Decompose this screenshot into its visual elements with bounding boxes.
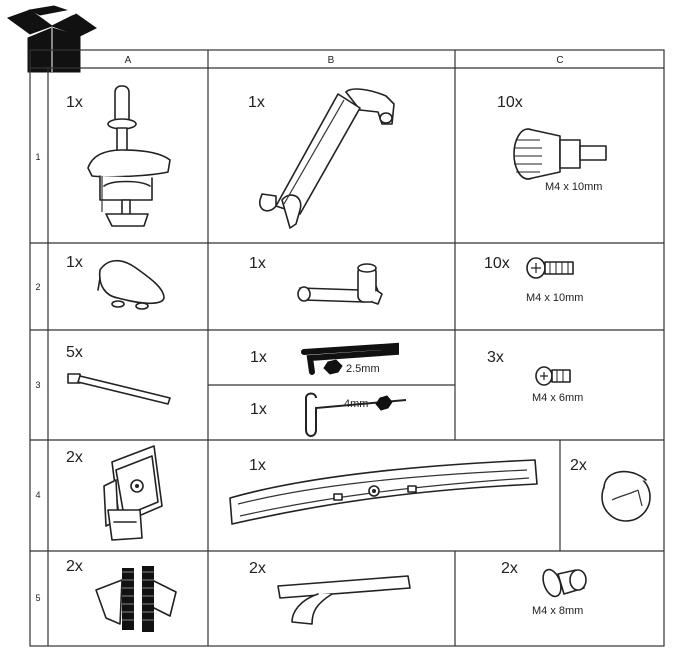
size-2c: M4 x 10mm: [526, 292, 583, 304]
parts-grid: [29, 49, 665, 647]
end-cap-icon: [601, 470, 651, 522]
phillips-screw-icon-3c: [535, 366, 571, 386]
vesa-mount-icon: [103, 445, 163, 541]
row-number-1: 1: [35, 152, 40, 162]
knob-screw-icon: [542, 568, 587, 598]
cable-clip-icon: [277, 575, 411, 625]
qty-2c: 10x: [484, 255, 510, 272]
hex-key-large-icon: [305, 392, 407, 437]
phillips-screw-icon-2c: [526, 257, 574, 279]
velcro-straps-icon: [95, 566, 177, 632]
row-number-4: 4: [35, 490, 40, 500]
qty-5c: 2x: [501, 560, 518, 577]
size-3b2: 4mm: [344, 398, 368, 410]
box-icon: [6, 5, 97, 73]
qty-4c: 2x: [570, 457, 587, 474]
qty-4a: 2x: [66, 449, 83, 466]
column-header-b: B: [328, 55, 335, 66]
qty-1b: 1x: [248, 94, 265, 111]
arm-upper-icon: [259, 88, 395, 229]
qty-5a: 2x: [66, 558, 83, 575]
cable-tie-icon: [67, 373, 171, 405]
qty-1a: 1x: [66, 94, 83, 111]
desk-clamp-pole-icon: [87, 85, 171, 227]
qty-3a: 5x: [66, 344, 83, 361]
qty-2a: 1x: [66, 254, 83, 271]
column-header-a: A: [125, 55, 132, 66]
qty-1c: 10x: [497, 94, 523, 111]
size-5c: M4 x 8mm: [532, 605, 583, 617]
row-number-3: 3: [35, 380, 40, 390]
qty-4b: 1x: [249, 457, 266, 474]
qty-3c: 3x: [487, 349, 504, 366]
qty-3b2: 1x: [250, 401, 267, 418]
cable-cover-icon: [97, 259, 165, 310]
hex-key-small-icon: [301, 342, 399, 375]
row-number-2: 2: [35, 282, 40, 292]
crossbar-icon: [229, 459, 538, 525]
row-number-5: 5: [35, 593, 40, 603]
size-3c: M4 x 6mm: [532, 392, 583, 404]
size-3b1: 2.5mm: [346, 363, 380, 375]
column-header-c: C: [556, 55, 563, 66]
qty-2b: 1x: [249, 255, 266, 272]
arm-extension-icon: [297, 263, 383, 305]
size-1c: M4 x 10mm: [545, 181, 602, 193]
thumb-screw-icon: [513, 128, 607, 180]
qty-3b1: 1x: [250, 349, 267, 366]
qty-5b: 2x: [249, 560, 266, 577]
